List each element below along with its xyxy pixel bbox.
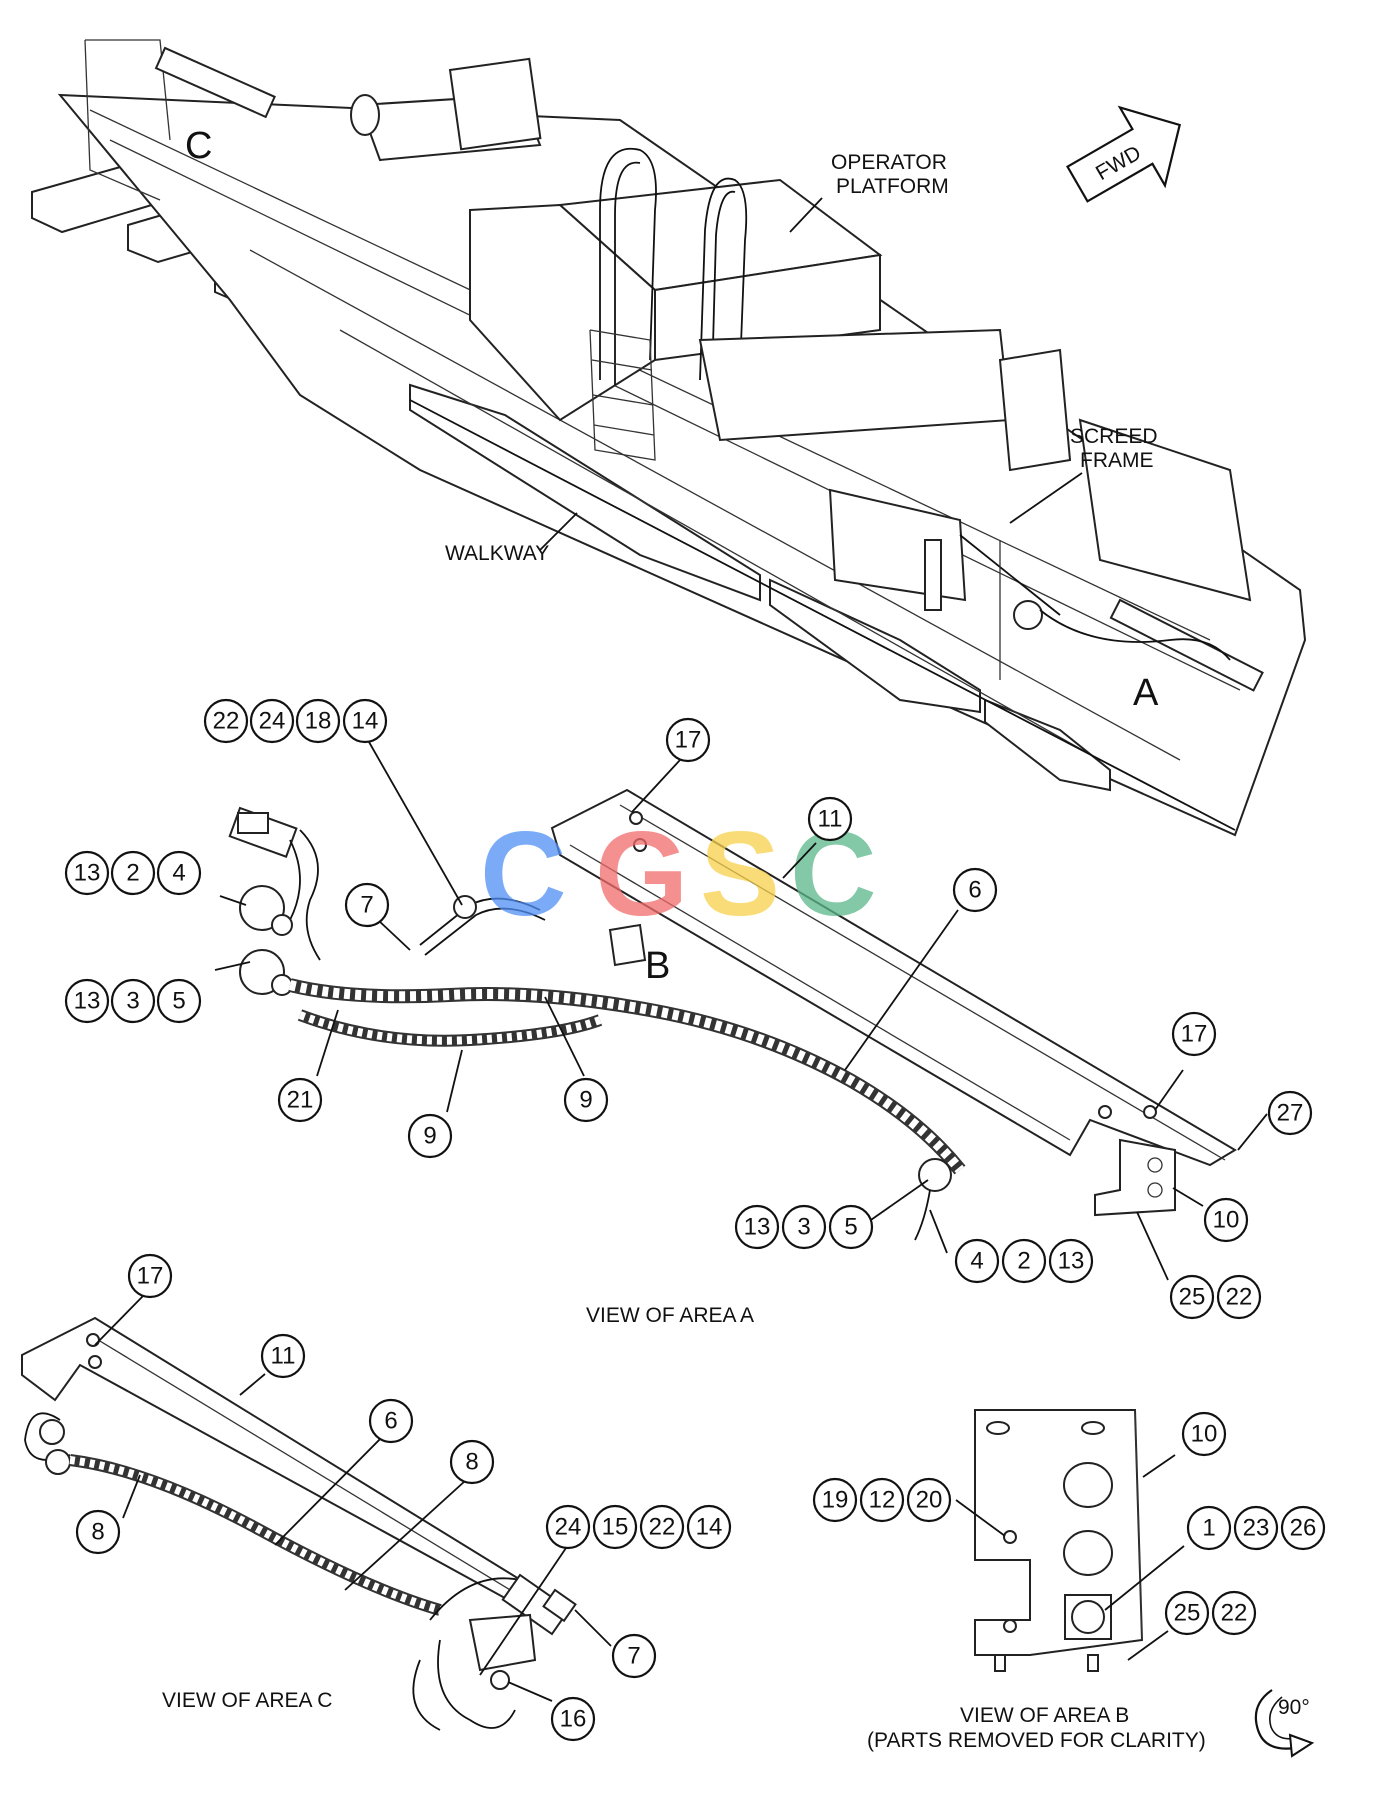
callout-number: 26 [1290,1515,1317,1542]
callout-number: 1 [1202,1515,1215,1542]
operator-platform-label-2: PLATFORM [836,175,949,198]
area-b-marker: B [645,945,670,987]
callout-11: 11 [271,1343,296,1370]
callout-number: 20 [916,1487,943,1514]
area-b-illustration [974,1409,1144,1672]
callout-number: 19 [822,1487,849,1514]
callout-10: 10 [1213,1207,1240,1234]
callout-group-a-top: 22 24 18 14 [203,698,388,744]
screed-assembly-illustration [31,39,1307,837]
callout-17: 17 [1181,1021,1208,1048]
callout-number: 13 [74,988,101,1015]
watermark-letter-3: S [700,807,780,941]
walkway-label: WALKWAY [445,542,549,565]
callout-number: 25 [1179,1284,1206,1311]
callout-number: 23 [1243,1515,1270,1542]
callout-number: 12 [869,1487,896,1514]
area-a-illustration [228,788,1237,1241]
callout-number: 22 [649,1514,676,1541]
callout-group-a-25-22: 25 22 [1169,1274,1262,1320]
callout-number: 3 [797,1214,810,1241]
callout-number: 13 [1058,1248,1085,1275]
callout-8: 8 [91,1519,104,1546]
callout-number: 14 [352,708,379,735]
callout-number: 22 [1226,1284,1253,1311]
callout-group-a-bottom1: 13 3 5 [734,1204,874,1250]
callout-17: 17 [675,727,702,754]
view-area-b-title: VIEW OF AREA B [960,1704,1129,1727]
callout-group-a-left2: 13 3 5 [64,978,202,1024]
callout-27: 27 [1277,1100,1304,1127]
callout-group-c: 24 15 22 14 [545,1504,732,1550]
callout-number: 5 [844,1214,857,1241]
watermark-letter-2: G [595,807,688,941]
callout-group-a-left1: 13 2 4 [64,850,202,896]
callout-group-b-bottom: 25 22 [1164,1590,1257,1636]
callout-7: 7 [360,892,373,919]
callout-number: 25 [1174,1600,1201,1627]
callout-number: 22 [213,708,240,735]
rotate-label: 90° [1278,1696,1310,1719]
callout-11: 11 [818,806,843,833]
area-a-marker: A [1133,672,1159,714]
callout-number: 13 [744,1214,771,1241]
callout-9: 9 [579,1087,592,1114]
callout-16: 16 [560,1706,587,1733]
forward-arrow-icon: FWD [1065,105,1182,203]
callout-number: 18 [305,708,332,735]
screed-frame-label-2: FRAME [1080,449,1154,472]
callout-number: 22 [1221,1600,1248,1627]
callout-number: 2 [126,860,139,887]
rotate-icon [1254,1689,1315,1758]
callout-number: 4 [172,860,185,887]
area-c-illustration [21,1316,577,1731]
callout-group-a-bottom2: 4 2 13 [954,1238,1094,1284]
callout-number: 2 [1017,1248,1030,1275]
callout-6: 6 [968,877,981,904]
callout-group-b-left: 19 12 20 [812,1477,952,1523]
callout-10: 10 [1191,1421,1218,1448]
callout-8: 8 [465,1449,478,1476]
screed-frame-label: SCREED [1070,425,1158,448]
callout-number: 14 [696,1514,723,1541]
callout-group-b-right: 1 23 26 [1186,1505,1326,1551]
callout-number: 4 [970,1248,983,1275]
callout-7: 7 [627,1643,640,1670]
view-area-c-title: VIEW OF AREA C [162,1689,332,1712]
callout-number: 15 [602,1514,629,1541]
operator-platform-label: OPERATOR [831,151,947,174]
watermark-letter-1: C [480,807,567,941]
callout-9: 9 [423,1123,436,1150]
callout-number: 24 [555,1514,582,1541]
view-area-a-title: VIEW OF AREA A [586,1304,754,1327]
callout-6: 6 [384,1408,397,1435]
view-area-b-subtitle: (PARTS REMOVED FOR CLARITY) [867,1729,1206,1752]
area-c-marker: C [185,125,212,167]
callout-21: 21 [287,1087,314,1114]
callout-number: 3 [126,988,139,1015]
callout-number: 5 [172,988,185,1015]
callout-number: 24 [259,708,286,735]
callout-17: 17 [137,1263,164,1290]
callout-number: 13 [74,860,101,887]
